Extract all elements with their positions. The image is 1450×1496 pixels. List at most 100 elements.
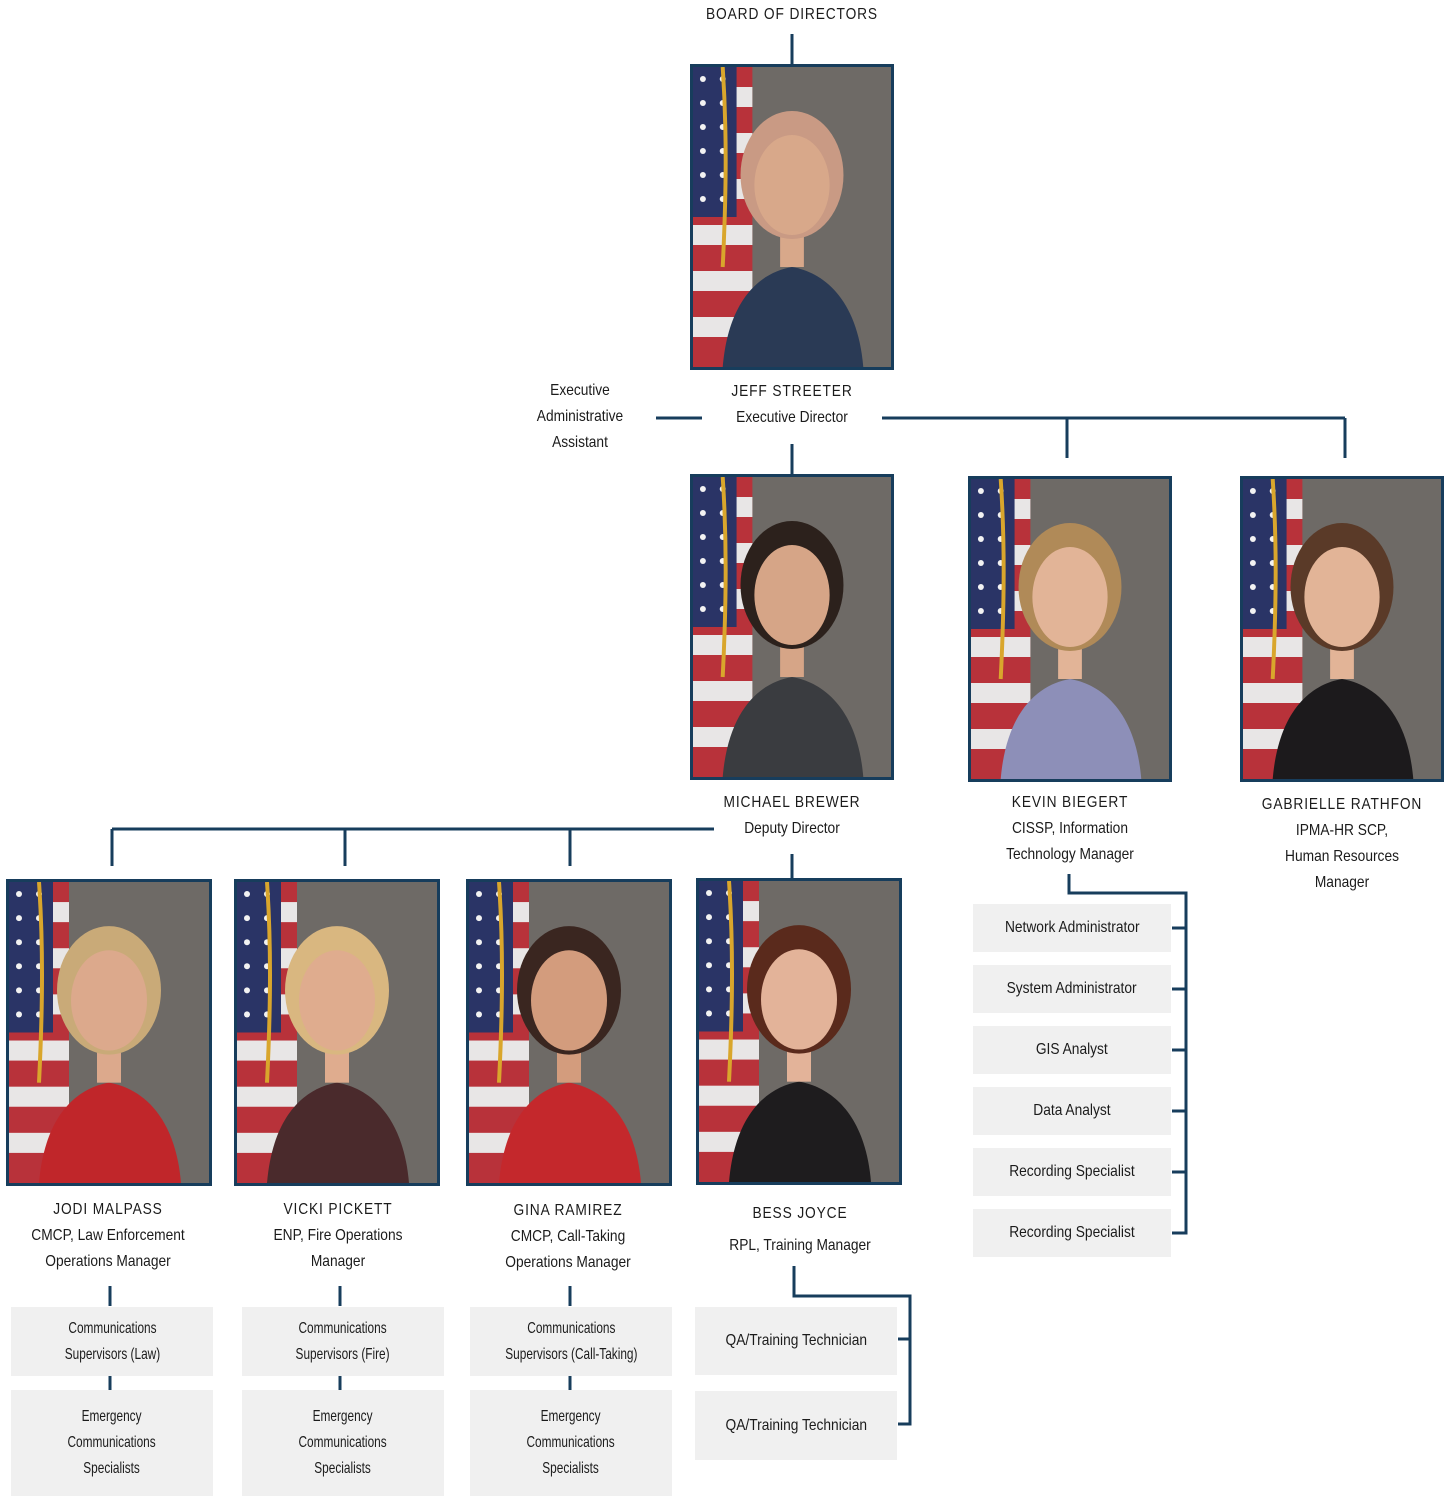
flag-white-stripe: [1243, 683, 1303, 703]
flag-star: [699, 196, 706, 202]
hr-manager-name: GABRIELLE RATHFON: [1261, 796, 1423, 813]
assistant-line-3: Assistant: [552, 434, 608, 451]
flag-star: [244, 1011, 250, 1018]
manager-name: GINA RAMIREZ: [513, 1202, 623, 1219]
deputy-director-label: MICHAEL BREWER Deputy Director: [689, 790, 895, 842]
portrait-face: [754, 545, 830, 645]
network-administrator-box: Network Administrator: [973, 904, 1171, 952]
flag-star: [706, 1010, 712, 1017]
portrait-image: [699, 881, 899, 1182]
flag-tassel: [497, 882, 504, 1083]
manager-title-line-2: Manager: [310, 1253, 366, 1270]
recording-specialist-box: Recording Specialist: [973, 1209, 1171, 1257]
flag-star: [476, 915, 482, 922]
flag-canton: [693, 477, 737, 627]
portrait-body: [729, 1081, 871, 1182]
photo-jeff-streeter: [690, 64, 894, 370]
box-line-1: Communications: [67, 1319, 157, 1337]
flag-canton: [699, 881, 743, 1032]
box-line-1: Communications: [526, 1319, 616, 1337]
portrait-face: [1032, 547, 1108, 647]
box-line-1: Emergency: [541, 1408, 601, 1425]
flag-star: [16, 939, 22, 946]
flag-star: [476, 891, 482, 898]
flag-star: [977, 488, 984, 494]
flag-star: [244, 939, 250, 946]
box-line-3: Specialists: [83, 1460, 141, 1477]
photo-gabrielle-rathfon: [1240, 476, 1444, 782]
flag-star: [977, 536, 984, 542]
flag-star: [977, 512, 984, 518]
flag-canton: [237, 882, 281, 1033]
gis-analyst-box: GIS Analyst: [973, 1026, 1171, 1074]
flag-white-stripe: [693, 271, 753, 291]
hr-manager-line-3: Manager: [1314, 874, 1370, 891]
connector: [1067, 874, 1188, 1235]
flag-white-stripe: [699, 1085, 759, 1106]
qa-training-technician-box: QA/Training Technician: [695, 1391, 897, 1460]
flag-star: [706, 938, 712, 945]
flag-star: [706, 986, 712, 993]
portrait-body: [1000, 679, 1142, 779]
flag-star: [1249, 608, 1256, 614]
photo-bess-joyce: [696, 878, 902, 1185]
box-line-2: Supervisors (Call-Taking): [504, 1345, 638, 1363]
box-label: QA/Training Technician: [725, 1416, 867, 1434]
flag-canton: [9, 882, 53, 1033]
portrait-image: [1243, 479, 1441, 779]
flag-star: [476, 987, 482, 994]
flag-star: [476, 1011, 482, 1018]
flag-star: [16, 891, 22, 898]
it-manager-line-2: Technology Manager: [1006, 846, 1134, 863]
flag-star: [1249, 536, 1256, 542]
box-label: System Administrator: [1007, 980, 1137, 997]
photo-jodi-malpass: [6, 879, 212, 1186]
flag-star: [699, 510, 706, 516]
portrait-image: [693, 477, 891, 777]
manager-title-line-1: ENP, Fire Operations: [273, 1227, 403, 1244]
box-line-3: Specialists: [314, 1460, 372, 1477]
portrait-image: [469, 882, 669, 1183]
deputy-name: MICHAEL BREWER: [723, 794, 861, 811]
flag-star: [977, 584, 984, 590]
portrait-body: [39, 1082, 181, 1183]
flag-star: [699, 76, 706, 82]
manager-title-line-1: RPL, Training Manager: [729, 1237, 871, 1254]
hr-manager-label: GABRIELLE RATHFON IPMA-HR SCP, Human Res…: [1239, 792, 1445, 896]
executive-name: JEFF STREETER: [731, 383, 853, 400]
flag-star: [977, 560, 984, 566]
flag-canton: [469, 882, 513, 1033]
flag-star: [706, 914, 712, 921]
flag-canton: [693, 67, 737, 217]
portrait-image: [693, 67, 891, 367]
board-of-directors-label: BOARD OF DIRECTORS: [706, 6, 878, 23]
box-label: Data Analyst: [1033, 1102, 1111, 1119]
portrait-face: [71, 950, 147, 1051]
flag-white-stripe: [971, 683, 1031, 703]
flag-star: [1249, 488, 1256, 494]
portrait-body: [499, 1082, 641, 1183]
flag-white-stripe: [9, 1086, 69, 1107]
portrait-body: [267, 1082, 409, 1183]
deputy-title: Deputy Director: [744, 820, 840, 837]
flag-tassel: [720, 67, 728, 268]
box-line-1: Emergency: [313, 1408, 373, 1425]
flag-white-stripe: [693, 681, 753, 701]
flag-tassel: [720, 477, 728, 678]
manager-name: VICKI PICKETT: [283, 1201, 393, 1218]
flag-tassel: [727, 881, 734, 1082]
portrait-face: [754, 135, 830, 235]
flag-tassel: [37, 882, 44, 1083]
box-line-2: Supervisors (Fire): [295, 1345, 391, 1363]
box-label: Network Administrator: [1004, 919, 1140, 936]
portrait-image: [971, 479, 1169, 779]
manager-name: BESS JOYCE: [752, 1205, 848, 1222]
executive-director-label: JEFF STREETER Executive Director: [689, 379, 895, 431]
manager-label-jodi-malpass: JODI MALPASS CMCP, Law Enforcement Opera…: [7, 1197, 210, 1275]
flag-star: [16, 1011, 22, 1018]
